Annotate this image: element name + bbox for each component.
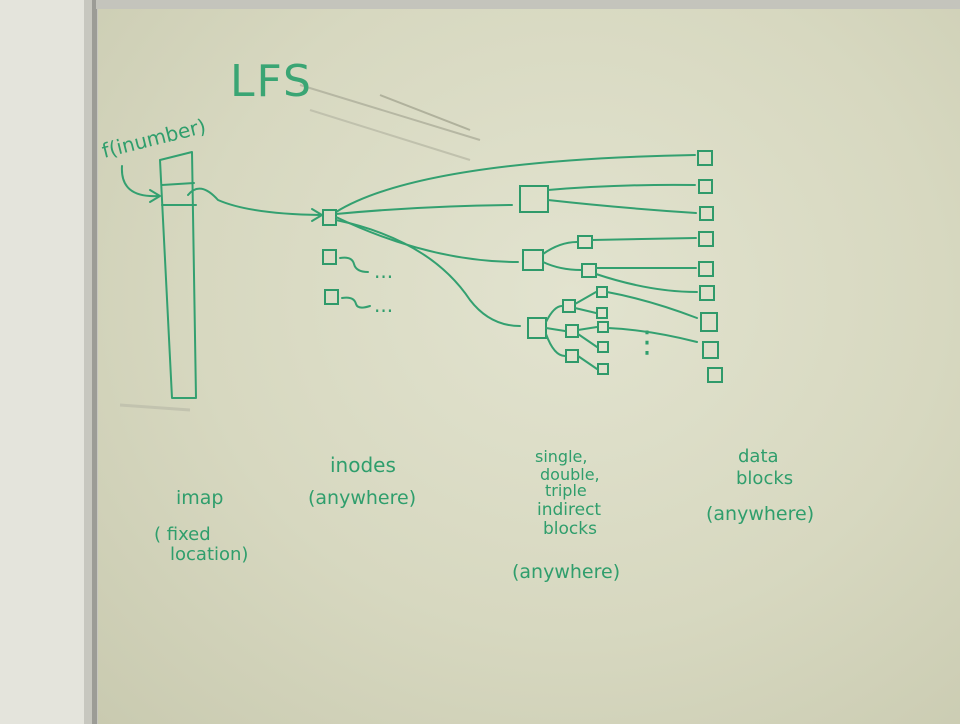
data-block-3	[699, 206, 714, 221]
triple-to-sub2	[545, 327, 566, 332]
svg-text:( fixed: ( fixed	[154, 524, 211, 545]
double-to-data-3	[595, 273, 698, 293]
data-block-9	[707, 367, 723, 383]
triple-to-sub1	[545, 305, 563, 323]
inode-to-data-direct	[335, 154, 696, 213]
triple-leaf-5	[597, 363, 609, 375]
triple-to-data-1	[606, 291, 698, 319]
imap-column	[159, 151, 197, 399]
data-block-1	[697, 150, 713, 166]
svg-text:single,: single,	[535, 447, 587, 466]
data-block-6	[699, 285, 715, 301]
inode2-ellipsis: ...	[374, 259, 393, 283]
indirect-blocks-label: single, double, triple indirect blocks (…	[512, 447, 620, 583]
triple-leaf-2	[596, 307, 608, 319]
inode-block-2	[322, 249, 337, 265]
triple-leaf-links	[574, 291, 598, 370]
triple-sub-3	[565, 349, 579, 363]
double-to-data-1	[591, 237, 697, 241]
triple-sub-2	[565, 324, 579, 338]
inode-block-3	[324, 289, 339, 305]
data-block-2	[698, 179, 713, 194]
inode-to-triple-indirect	[335, 219, 521, 327]
triple-to-sub3	[545, 333, 566, 357]
data-block-7	[700, 312, 718, 332]
single-to-data-2	[547, 199, 697, 214]
svg-text:(anywhere): (anywhere)	[512, 561, 620, 583]
double-sub-1	[577, 235, 593, 249]
inode3-arrow	[341, 296, 371, 309]
imap-to-inode-arrow	[187, 187, 321, 216]
svg-text:data: data	[738, 446, 779, 467]
data-block-4	[698, 231, 714, 247]
svg-text:imap: imap	[176, 487, 224, 509]
svg-text:(anywhere): (anywhere)	[308, 487, 416, 509]
svg-text:(anywhere): (anywhere)	[706, 503, 814, 525]
svg-text:indirect: indirect	[537, 500, 601, 520]
data-block-8	[702, 341, 719, 359]
inode2-arrow	[339, 256, 369, 273]
double-to-sub2	[542, 261, 582, 271]
inodes-label: inodes (anywhere)	[308, 453, 416, 509]
inode3-ellipsis: ...	[374, 293, 393, 317]
double-indirect-block	[522, 249, 544, 271]
svg-text:location): location)	[170, 544, 248, 565]
triple-sub-1	[562, 299, 576, 313]
svg-text:triple: triple	[545, 481, 587, 500]
imap-entry-1	[161, 182, 195, 186]
single-indirect-block	[519, 185, 549, 213]
inode-to-double-indirect	[335, 216, 519, 263]
whiteboard	[96, 8, 960, 724]
imap-label: imap ( fixed location)	[154, 487, 248, 565]
f-to-imap-arrowhead	[149, 189, 161, 203]
inode-block-1	[322, 209, 337, 226]
single-to-data-1	[547, 183, 696, 191]
svg-text:blocks: blocks	[736, 468, 793, 489]
f-to-imap-arrow	[120, 165, 159, 198]
inode-to-single-indirect	[335, 204, 513, 215]
triple-to-data-2	[607, 327, 698, 343]
svg-text:blocks: blocks	[543, 519, 597, 539]
double-to-sub1	[542, 241, 578, 255]
triple-leaf-3	[597, 321, 609, 333]
data-block-5	[698, 261, 714, 277]
double-sub-2	[581, 263, 597, 278]
triple-indirect-block	[527, 317, 547, 339]
title-lfs: LFS	[230, 56, 313, 107]
svg-text:double,: double,	[540, 465, 600, 484]
triple-leaf-1	[596, 286, 608, 298]
data-blocks-label: data blocks (anywhere)	[706, 446, 814, 525]
triple-leaf-4	[597, 341, 609, 353]
svg-text:inodes: inodes	[330, 453, 396, 477]
